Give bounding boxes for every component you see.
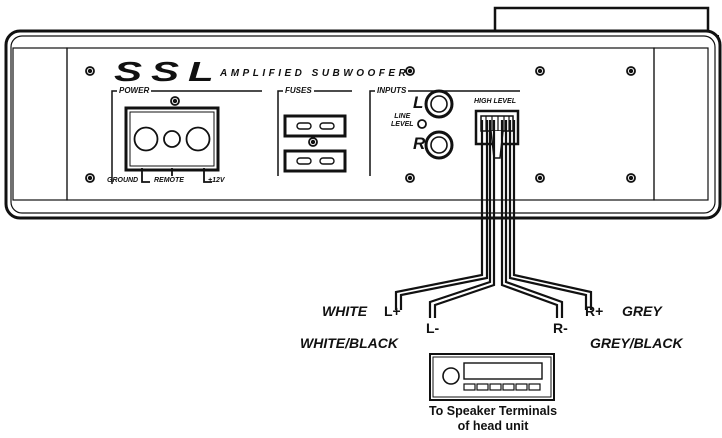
head-unit-caption: To Speaker Terminals of head unit [408, 404, 578, 434]
left-rca-jack [424, 89, 454, 119]
white-black-wire-label: WHITE/BLACK [300, 335, 398, 351]
inputs-section-title: INPUTS [375, 86, 409, 95]
r-plus-terminal-label: R+ [585, 303, 604, 319]
r-minus-terminal-label: R- [553, 320, 568, 336]
plus12v-terminal-label: +12V [208, 177, 225, 184]
ground-terminal-label: GROUND [107, 177, 139, 184]
head-unit-icon [429, 353, 555, 401]
grey-wire-label: GREY [622, 303, 662, 319]
head-unit-caption-line2: of head unit [457, 419, 529, 433]
mounting-screws [85, 66, 636, 183]
head-unit-caption-line1: To Speaker Terminals [428, 404, 558, 418]
l-minus-terminal-label: L- [426, 320, 440, 336]
remote-terminal-label: REMOTE [154, 177, 184, 184]
fuses-section-title: FUSES [283, 86, 314, 95]
model-text: AMPLIFIED SUBWOOFER [220, 68, 410, 79]
fuses-section-frame [277, 90, 352, 176]
line-level-label: LINE LEVEL [391, 113, 414, 129]
speaker-wires [394, 120, 593, 318]
fuse-1 [283, 114, 347, 138]
power-section-title: POWER [117, 86, 152, 95]
line-level-knob [417, 119, 427, 129]
inputs-section-frame [369, 90, 520, 176]
line-level-label-line1: LINE [394, 113, 411, 120]
fuse-2 [283, 149, 347, 173]
high-level-label: HIGH LEVEL [474, 98, 517, 105]
line-level-label-line2: LEVEL [391, 121, 414, 128]
left-input-label: L [413, 93, 424, 112]
grey-black-wire-label: GREY/BLACK [590, 335, 683, 351]
right-input-label: R [413, 134, 426, 153]
brand-logo: SSL [114, 56, 223, 87]
power-terminal-block [124, 106, 220, 183]
right-rca-jack [424, 130, 454, 160]
power-section-frame [111, 90, 262, 184]
white-wire-label: WHITE [322, 303, 368, 319]
l-plus-terminal-label: L+ [384, 303, 401, 319]
